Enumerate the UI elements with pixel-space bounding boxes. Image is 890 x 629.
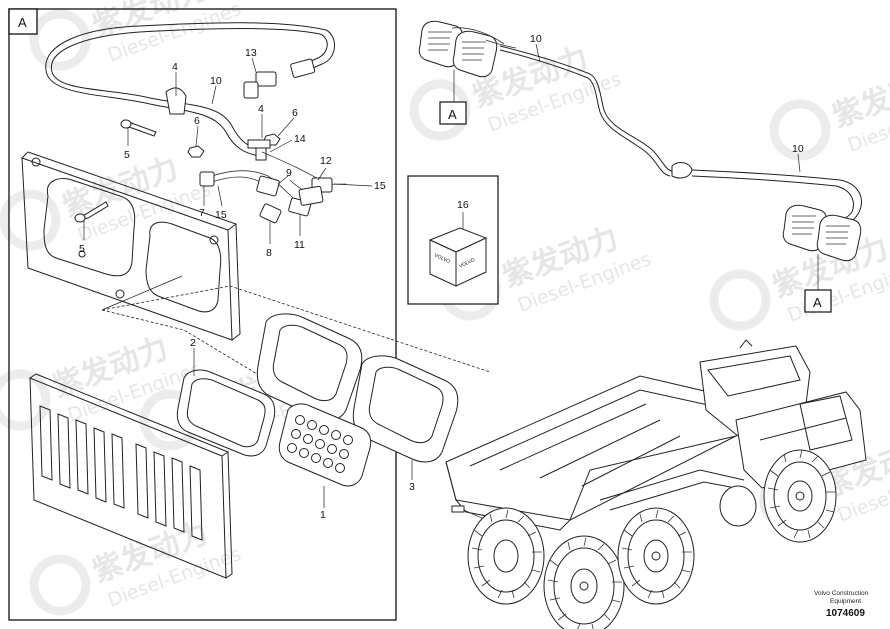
credit-line-1: Volvo Construction: [814, 590, 869, 597]
callout-10: 10: [210, 75, 222, 87]
callout-2: 2: [190, 337, 196, 349]
callout-10: 10: [530, 33, 542, 45]
lamp-units: [176, 369, 372, 487]
overview-harness: [418, 20, 862, 290]
callout-9: 9: [286, 167, 292, 179]
callout-8: 8: [266, 247, 272, 259]
callout-15: 15: [215, 209, 227, 221]
overview-callouts: 10 10: [530, 33, 804, 155]
callout-3: 3: [409, 481, 415, 493]
callout-11: 11: [294, 239, 305, 251]
view-tag-label: A: [448, 107, 457, 122]
articulated-hauler: [445, 339, 867, 629]
hauler-wheel: [617, 507, 695, 605]
view-tag-label: A: [813, 295, 822, 310]
callout-6: 6: [292, 107, 298, 119]
view-tag-bottom: A: [804, 289, 832, 313]
hauler-wheel: [543, 535, 625, 629]
hauler-wheel: [467, 507, 545, 605]
kit-box-panel: 16 VOLVO VOLVO: [407, 175, 499, 305]
callout-10: 10: [792, 143, 804, 155]
callout-1: 1: [320, 509, 326, 521]
kit-box: VOLVO VOLVO: [428, 227, 488, 287]
callout-5: 5: [79, 243, 85, 255]
hauler-wheel: [763, 449, 837, 543]
callout-12: 12: [320, 155, 332, 167]
detail-view-frame: A: [8, 8, 397, 621]
wiring-harness-detail: [45, 22, 347, 224]
reference-number: 1074609: [826, 608, 865, 619]
callout-13: 13: [245, 47, 257, 59]
callout-4: 4: [172, 61, 178, 73]
callout-6: 6: [194, 115, 200, 127]
led-matrix: [287, 415, 353, 473]
credit-line-2: Equipment: [830, 598, 861, 605]
callout-5: 5: [124, 149, 130, 161]
view-tag-top: A: [439, 101, 467, 125]
callout-4: 4: [258, 103, 264, 115]
publisher-credit: Volvo Construction Equipment 1074609: [814, 590, 869, 619]
dashed-position-guides: [101, 275, 491, 431]
lamp-gaskets: [256, 313, 459, 463]
detail-callouts: 13 4 10 4 6 5 6 14 12 9 15 7 15 8 11 5 2…: [79, 47, 415, 521]
callout-16: 16: [457, 199, 469, 211]
callout-14: 14: [294, 133, 306, 145]
callout-7: 7: [199, 207, 205, 219]
callout-15: 15: [374, 180, 386, 192]
protective-grille: [29, 373, 233, 579]
detail-view-label: A: [18, 15, 27, 30]
detail-leader-lines: [83, 57, 413, 508]
